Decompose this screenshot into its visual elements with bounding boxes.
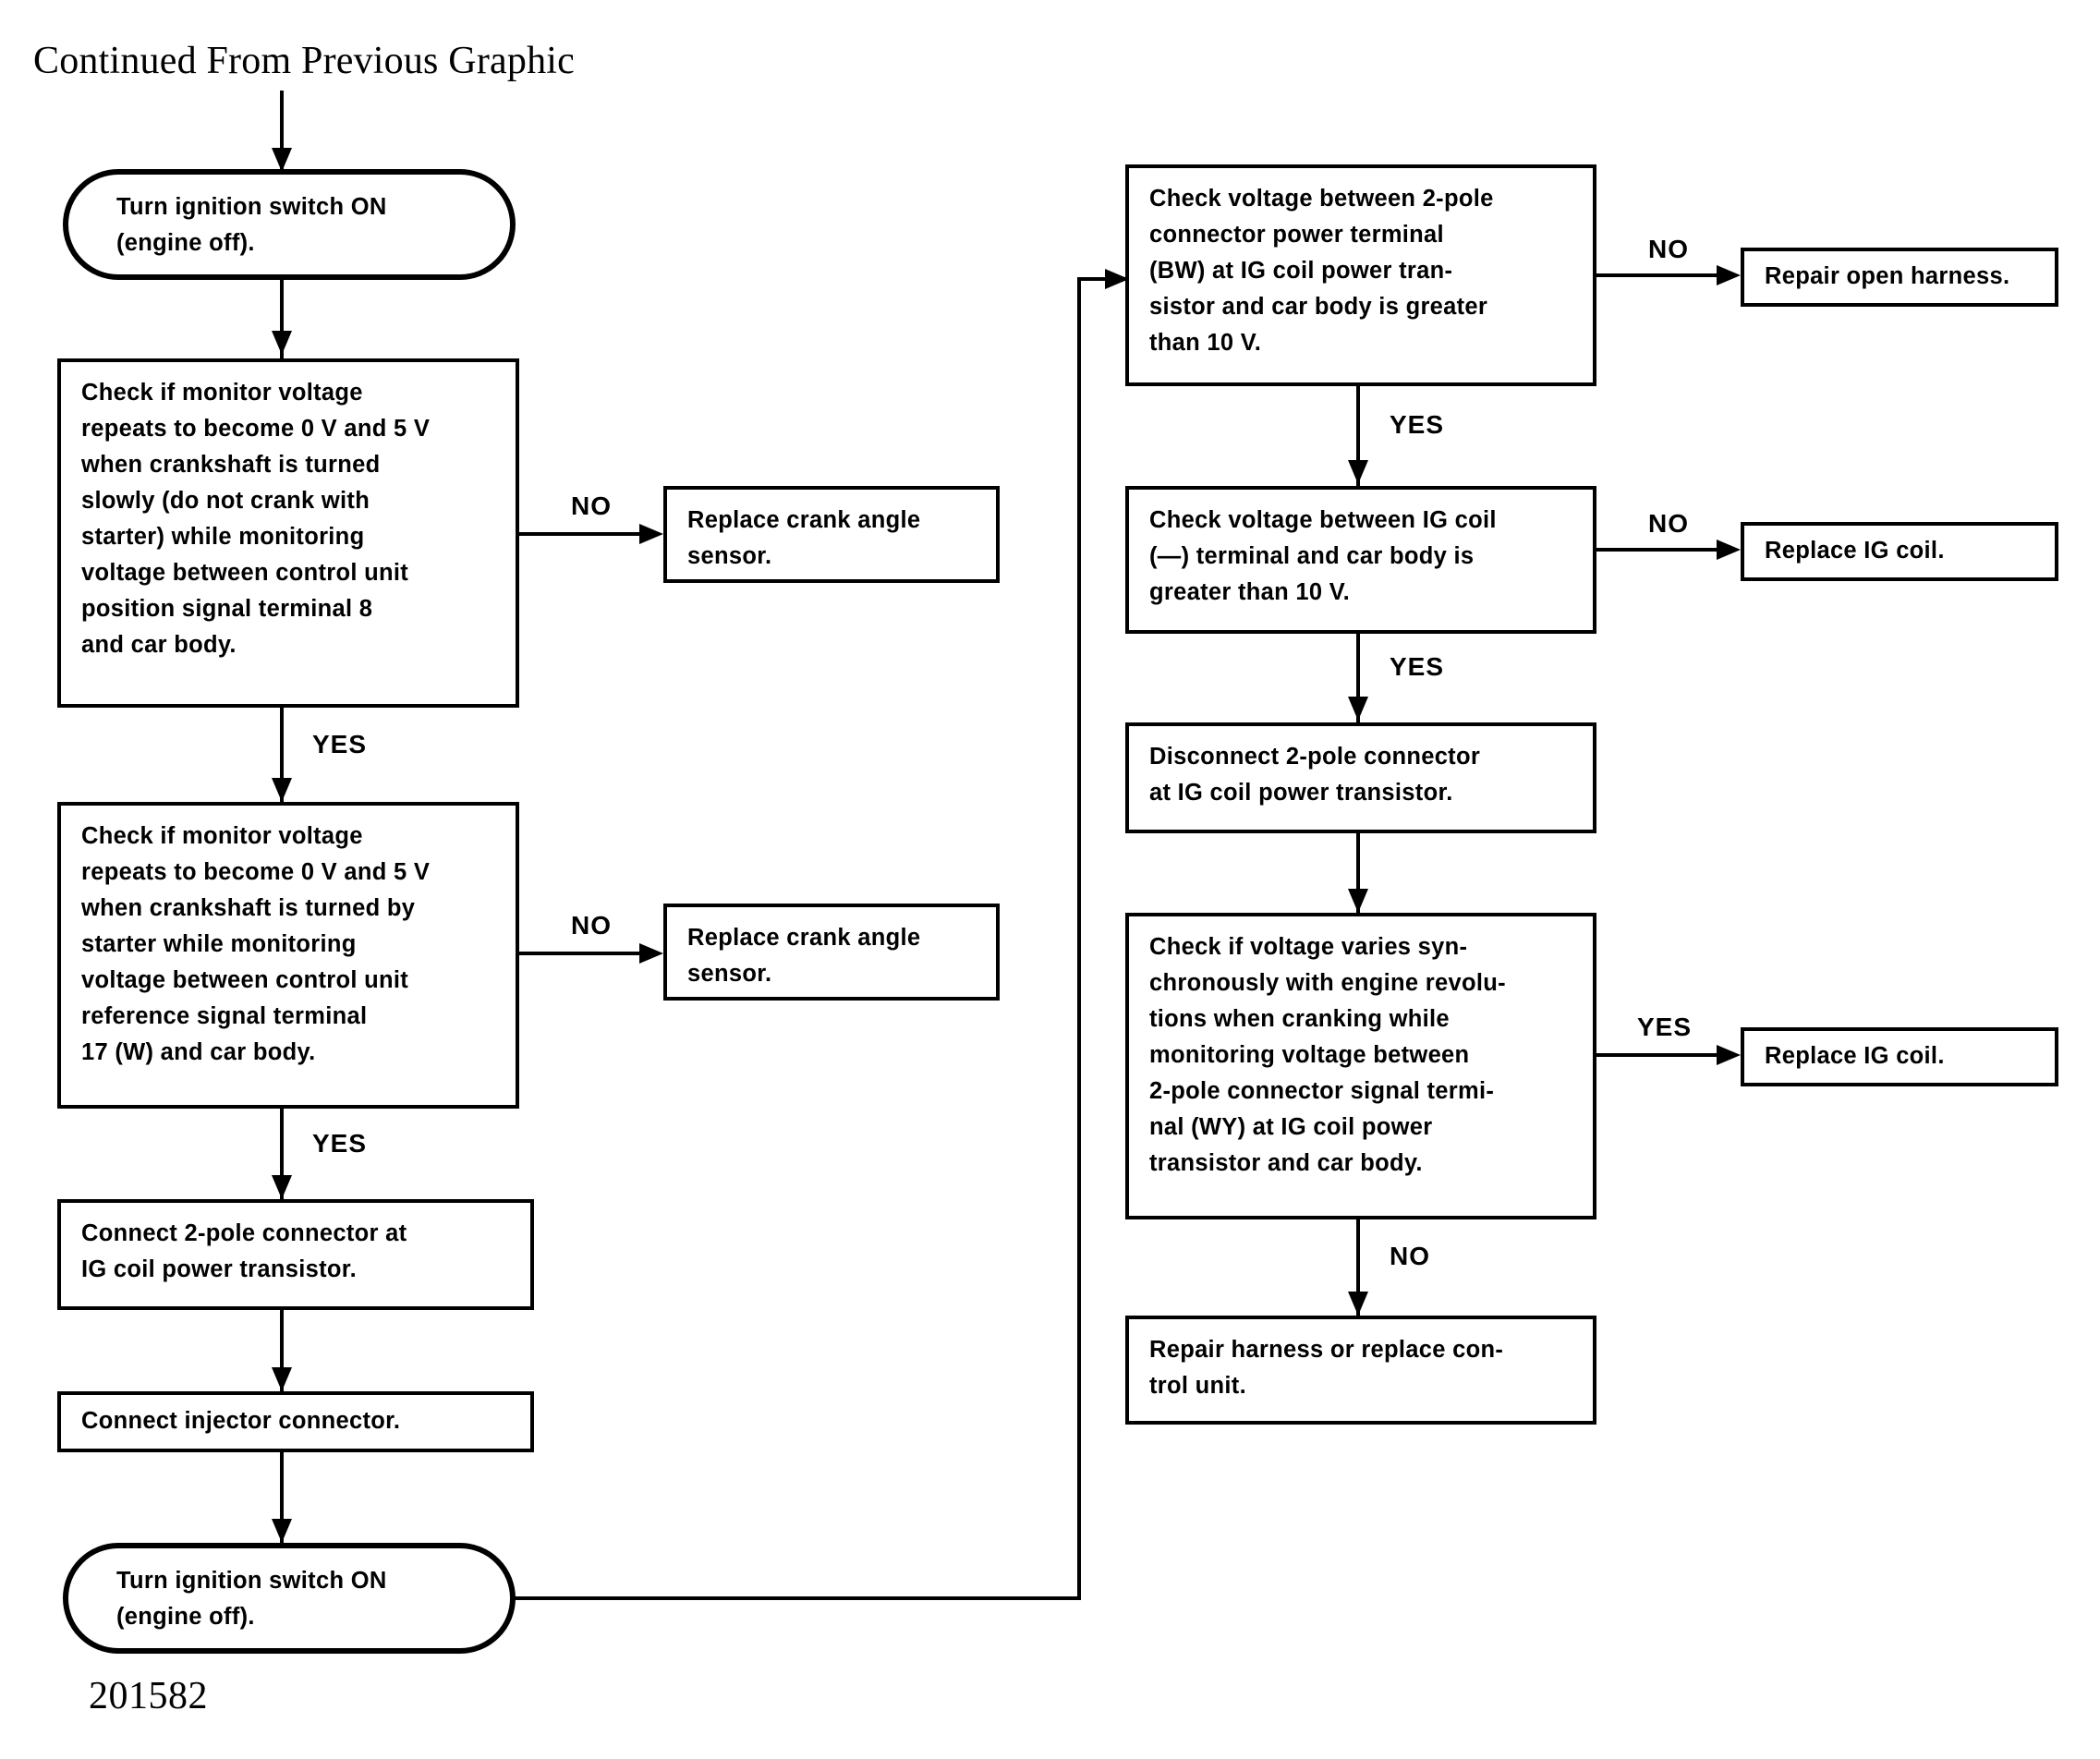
edge-start-to-position-check xyxy=(280,280,284,358)
node-replace-ig-coil-2-text: Replace IG coil. xyxy=(1765,1043,1945,1069)
edge-reference-check-no xyxy=(519,952,658,955)
edge-disconnect-to-sync xyxy=(1356,833,1360,915)
node-connect-injector[interactable]: Connect injector connector. xyxy=(57,1391,534,1452)
node-repair-open-harness[interactable]: Repair open harness. xyxy=(1741,248,2058,307)
arrowhead-ignition2-to-bw xyxy=(1105,269,1129,289)
edge-reference-check-yes xyxy=(280,1109,284,1201)
arrowhead-sync-no xyxy=(1348,1292,1368,1316)
node-check-bw-power-terminal[interactable]: Check voltage between 2-pole connector p… xyxy=(1125,164,1596,386)
branch-label-no-position-signal: NO xyxy=(571,491,612,520)
edge-ignition2-to-bw-horizontal-bottom xyxy=(514,1596,1081,1600)
arrowhead-disconnect-to-sync xyxy=(1348,889,1368,913)
edge-bw-no xyxy=(1596,273,1735,277)
edge-position-check-yes xyxy=(280,708,284,804)
node-connect-injector-text: Connect injector connector. xyxy=(81,1408,401,1434)
branch-label-no-voltage-sync: NO xyxy=(1390,1242,1430,1270)
arrowhead-position-check-no xyxy=(639,524,663,544)
node-check-bw-power-terminal-text: Check voltage between 2-pole connector p… xyxy=(1149,186,1494,356)
node-replace-crank-sensor-1-text: Replace crank angle sensor. xyxy=(687,507,921,569)
figure-number: 201582 xyxy=(89,1675,208,1717)
arrowhead-reference-check-no xyxy=(639,943,663,964)
edge-bw-yes xyxy=(1356,386,1360,488)
node-connect-2pole-text: Connect 2-pole connector at IG coil powe… xyxy=(81,1220,407,1282)
branch-label-yes-reference-signal: YES xyxy=(312,1129,368,1158)
edge-sync-no xyxy=(1356,1219,1360,1317)
arrowhead-bw-no xyxy=(1717,265,1741,285)
node-disconnect-2pole[interactable]: Disconnect 2-pole connector at IG coil p… xyxy=(1125,722,1596,833)
edge-connect2pole-to-injector xyxy=(280,1310,284,1393)
edge-position-check-no xyxy=(519,532,658,536)
node-repair-harness-or-control-unit-text: Repair harness or replace con- trol unit… xyxy=(1149,1337,1504,1399)
edge-previous-to-start xyxy=(280,91,284,176)
edge-ignition2-to-bw-riser xyxy=(1077,279,1081,1600)
node-ignition-on-2-text: Turn ignition switch ON (engine off). xyxy=(116,1568,387,1630)
page-title: Continued From Previous Graphic xyxy=(33,40,575,82)
arrowhead-position-check-yes xyxy=(272,778,292,802)
node-replace-ig-coil-2[interactable]: Replace IG coil. xyxy=(1741,1027,2058,1086)
node-check-reference-signal-text: Check if monitor voltage repeats to beco… xyxy=(81,823,431,1065)
arrowhead-start-to-position-check xyxy=(272,331,292,355)
node-check-voltage-sync[interactable]: Check if voltage varies syn- chronously … xyxy=(1125,913,1596,1219)
arrowhead-injector-to-ignition2 xyxy=(272,1519,292,1543)
node-replace-crank-sensor-2[interactable]: Replace crank angle sensor. xyxy=(663,904,1000,1001)
edge-igcoilminus-yes xyxy=(1356,634,1360,724)
node-check-reference-signal[interactable]: Check if monitor voltage repeats to beco… xyxy=(57,802,519,1109)
arrowhead-connect2pole-to-injector xyxy=(272,1367,292,1391)
arrowhead-previous-to-start xyxy=(272,148,292,172)
node-check-position-signal[interactable]: Check if monitor voltage repeats to beco… xyxy=(57,358,519,708)
node-connect-2pole[interactable]: Connect 2-pole connector at IG coil powe… xyxy=(57,1199,534,1310)
node-start-ignition-on[interactable]: Turn ignition switch ON (engine off). xyxy=(63,169,516,280)
arrowhead-igcoilminus-no xyxy=(1717,540,1741,560)
branch-label-yes-voltage-sync: YES xyxy=(1637,1013,1693,1041)
edge-sync-yes xyxy=(1596,1053,1735,1057)
node-ignition-on-2[interactable]: Turn ignition switch ON (engine off). xyxy=(63,1543,516,1654)
node-replace-ig-coil-1[interactable]: Replace IG coil. xyxy=(1741,522,2058,581)
node-disconnect-2pole-text: Disconnect 2-pole connector at IG coil p… xyxy=(1149,744,1481,806)
node-check-voltage-sync-text: Check if voltage varies syn- chronously … xyxy=(1149,934,1506,1176)
branch-label-yes-position-signal: YES xyxy=(312,730,368,758)
branch-label-yes-ig-coil-minus: YES xyxy=(1390,652,1445,681)
branch-label-no-reference-signal: NO xyxy=(571,911,612,940)
arrowhead-igcoilminus-yes xyxy=(1348,697,1368,721)
arrowhead-sync-yes xyxy=(1717,1045,1741,1065)
node-check-ig-coil-minus[interactable]: Check voltage between IG coil (—) termin… xyxy=(1125,486,1596,634)
node-check-position-signal-text: Check if monitor voltage repeats to beco… xyxy=(81,380,431,658)
edge-injector-to-ignition2 xyxy=(280,1452,284,1545)
node-check-ig-coil-minus-text: Check voltage between IG coil (—) termin… xyxy=(1149,507,1497,605)
node-replace-ig-coil-1-text: Replace IG coil. xyxy=(1765,538,1945,564)
arrowhead-reference-check-yes xyxy=(272,1175,292,1199)
node-replace-crank-sensor-2-text: Replace crank angle sensor. xyxy=(687,925,921,987)
branch-label-no-ig-coil-minus: NO xyxy=(1648,509,1689,538)
branch-label-no-bw-power-terminal: NO xyxy=(1648,235,1689,263)
arrowhead-bw-yes xyxy=(1348,460,1368,484)
branch-label-yes-bw-power-terminal: YES xyxy=(1390,410,1445,439)
node-replace-crank-sensor-1[interactable]: Replace crank angle sensor. xyxy=(663,486,1000,583)
edge-igcoilminus-no xyxy=(1596,548,1735,552)
node-repair-harness-or-control-unit[interactable]: Repair harness or replace con- trol unit… xyxy=(1125,1316,1596,1425)
node-repair-open-harness-text: Repair open harness. xyxy=(1765,263,2010,289)
node-start-ignition-on-text: Turn ignition switch ON (engine off). xyxy=(116,194,387,256)
